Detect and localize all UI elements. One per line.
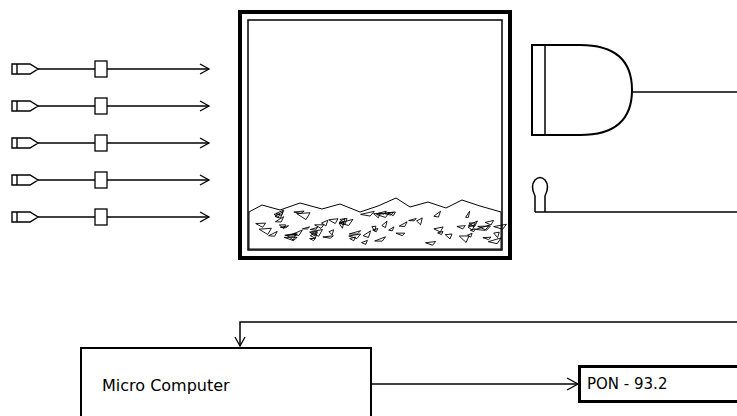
probe-wire: [535, 211, 737, 213]
feedback-wire: [240, 322, 737, 346]
furnace-tank: [240, 12, 510, 258]
node-label: PON - 93.2: [587, 375, 667, 393]
probe-symbol: [533, 178, 548, 213]
controller-box: Micro Computer: [80, 347, 372, 416]
charge-material: [249, 198, 506, 249]
readout-display: PON - 93.2: [578, 365, 737, 403]
tank-inner-wall: [248, 20, 502, 250]
sensor-head: [532, 45, 632, 135]
nozzle: [12, 61, 209, 77]
node-label: Micro Computer: [102, 376, 230, 395]
nozzle: [12, 172, 209, 188]
sensor-wire: [632, 91, 737, 93]
nozzle: [12, 209, 209, 225]
nozzle: [12, 98, 209, 114]
nozzle-row: [12, 61, 209, 225]
signal-arrow: [372, 383, 578, 385]
nozzle: [12, 135, 209, 151]
sensor-face: [544, 45, 546, 135]
